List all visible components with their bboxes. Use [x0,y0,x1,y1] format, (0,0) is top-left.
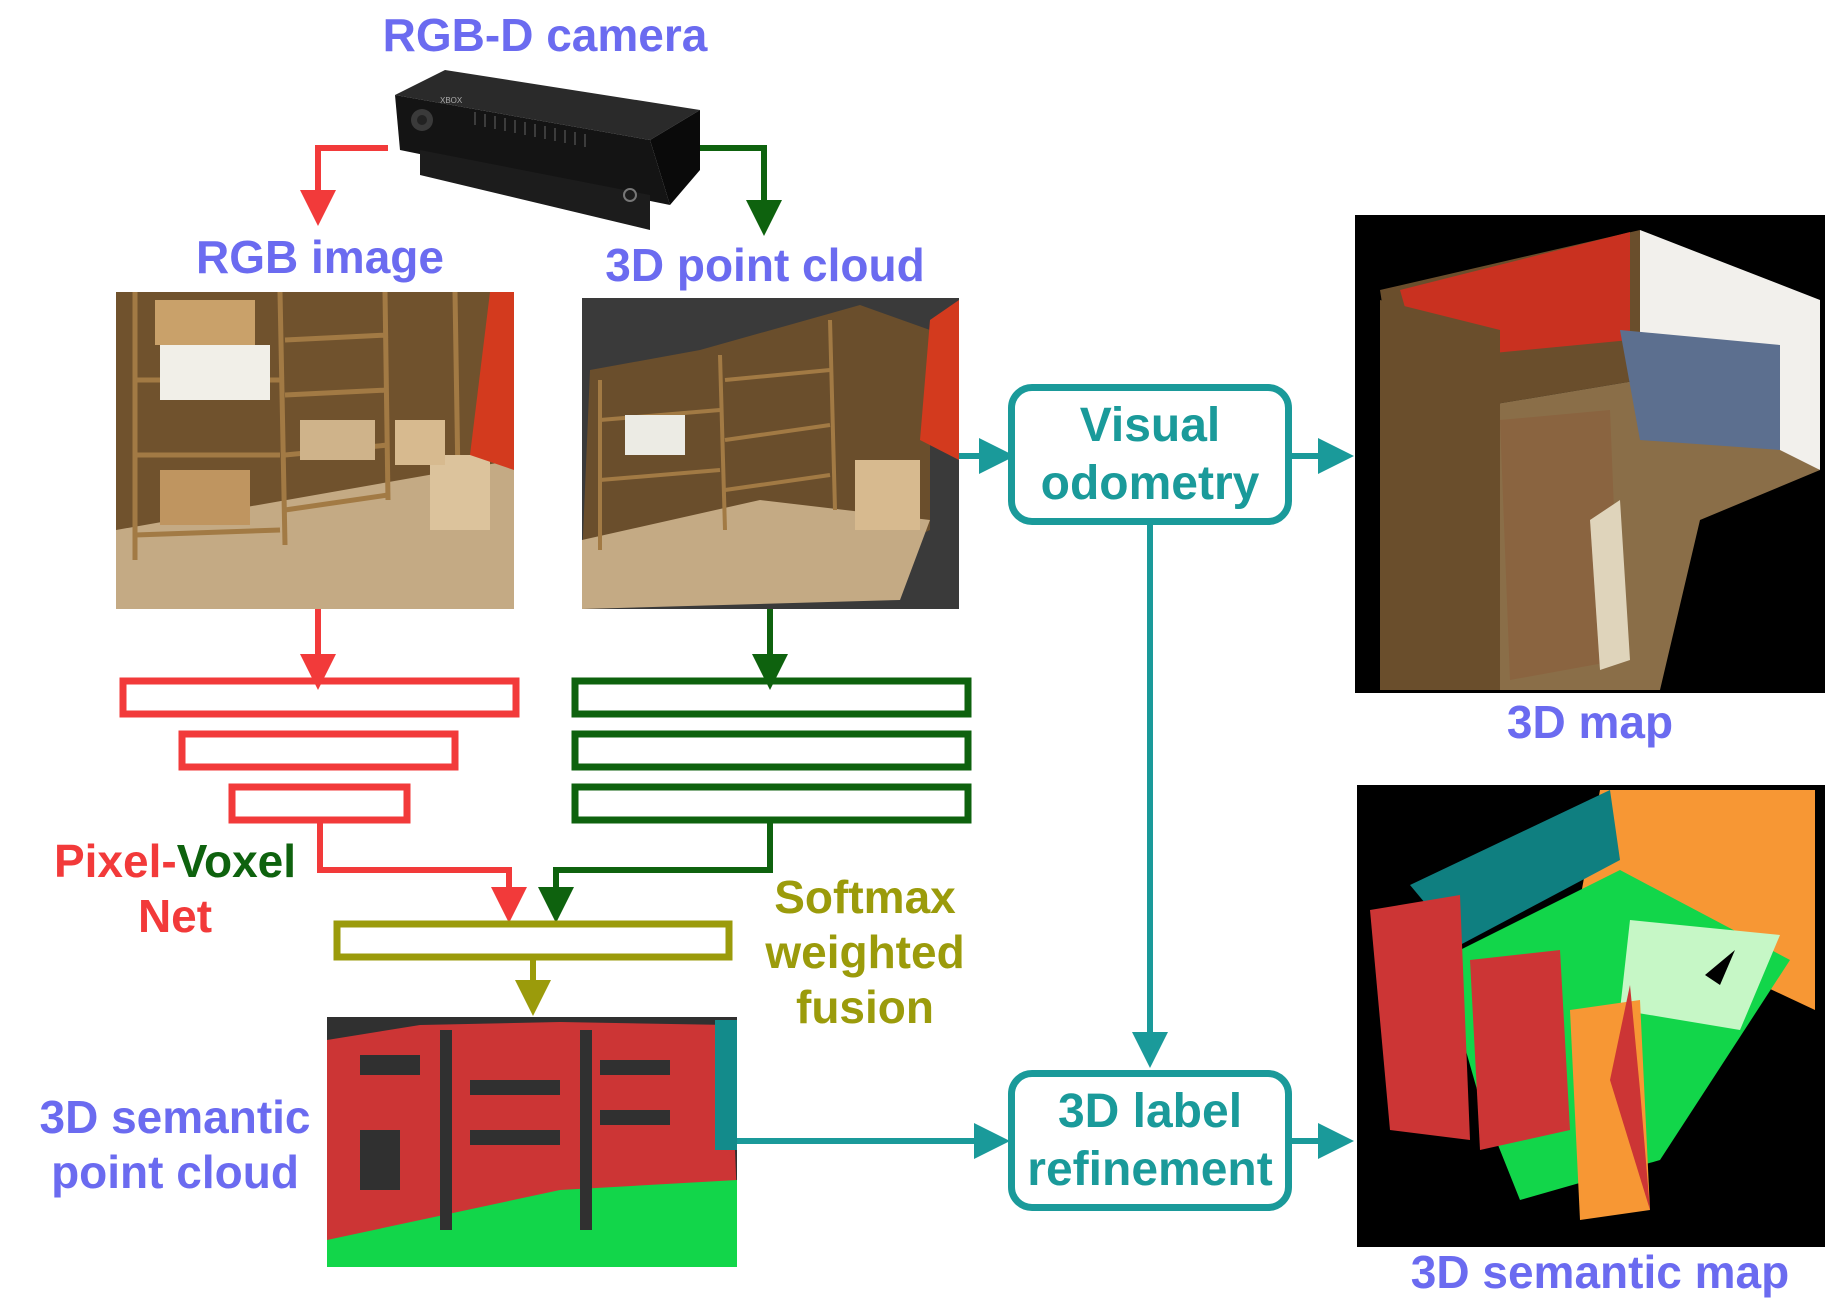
semantic-cloud-label-line1: 3D semantic [39,1091,311,1143]
network-name: Pixel-Voxel Net [30,834,320,944]
camera-to-cloud-arrow [700,145,782,236]
rgbd-camera-icon [395,70,700,230]
cloud-encoder-layer-3 [571,783,972,824]
rgb-to-fusion-arrow [317,820,527,923]
cloud-to-fusion-arrow [538,820,773,923]
3d-map-image [1355,215,1825,693]
camera-to-rgb-arrow [300,145,388,226]
3d-semantic-map-label: 3D semantic map [1410,1246,1790,1298]
rgb-encoder-layer-2 [178,730,459,771]
semantic-point-cloud-image [327,1017,737,1267]
3d-semantic-map-image [1357,785,1825,1247]
semantic-cloud-label-line2: point cloud [51,1146,299,1199]
label-refinement-box: 3D label refinement [1008,1070,1292,1211]
label-refinement-line1: 3D label [1057,1084,1243,1138]
camera-brand-logo: XBOX [440,96,463,105]
visual-odometry-line1: Visual [1079,398,1221,452]
rgb-encoder-layer-1 [119,677,520,718]
network-name-pixel: Pixel- [53,835,177,887]
fusion-layer [333,920,733,961]
fusion-label-line2: weighted [765,926,965,979]
3d-map-label: 3D map [1506,696,1674,748]
point-cloud-image [582,298,959,609]
camera-title: RGB-D camera [382,9,708,61]
semantic-cloud-label: 3D semantic point cloud [20,1090,330,1200]
cloud-encoder-layer-2 [571,730,972,771]
network-name-net: Net [137,890,213,943]
rgb-image-label: RGB image [196,231,444,283]
point-cloud-label: 3D point cloud [605,239,925,291]
cloud-encoder-layer-1 [571,677,972,718]
visual-odometry-box: Visual odometry [1008,384,1292,525]
label-refinement-line2: refinement [1027,1142,1273,1196]
fusion-label-line3: fusion [796,981,934,1034]
fusion-label-line1: Softmax [774,871,956,923]
rgb-image [116,291,514,609]
network-name-voxel: Voxel [176,835,297,887]
visual-odometry-line2: odometry [1040,456,1260,510]
fusion-label: Softmax weighted fusion [730,870,1000,1036]
rgb-encoder-layer-3 [228,783,411,824]
